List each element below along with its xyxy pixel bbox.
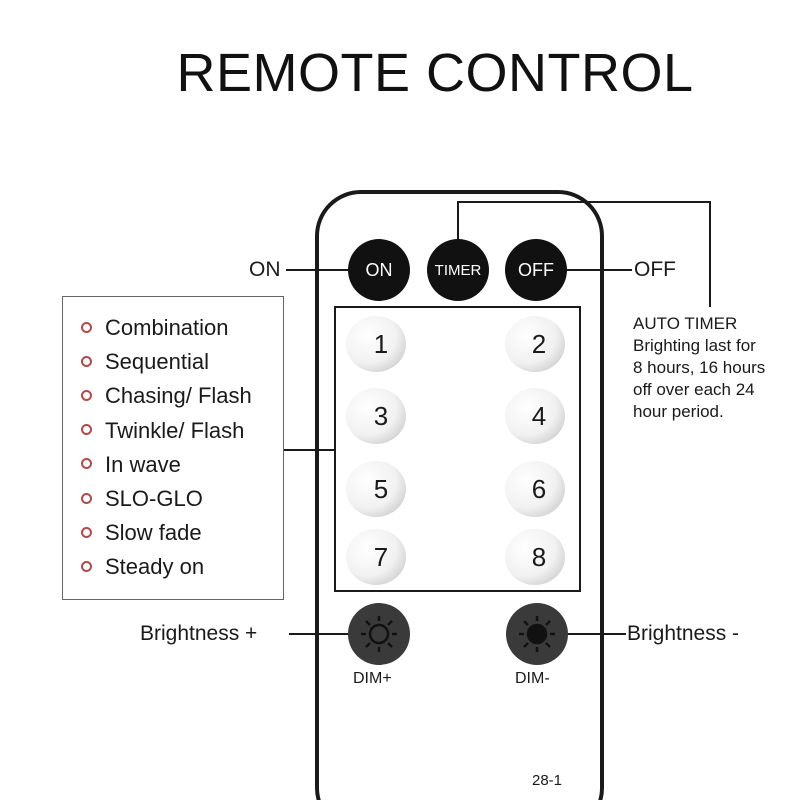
bullet-icon [81, 492, 92, 504]
on-button[interactable] [348, 239, 410, 301]
number-button-2[interactable] [505, 316, 565, 372]
timer-button-label: TIMER [434, 262, 482, 279]
bullet-icon [81, 355, 92, 367]
number-button-5[interactable] [346, 461, 406, 517]
auto-timer-line: Brighting last for [633, 336, 756, 355]
dim-minus-button[interactable] [506, 603, 568, 665]
number-label-1: 1 [373, 329, 389, 359]
number-button-4[interactable] [505, 388, 565, 444]
bullet-icon [81, 321, 92, 333]
mode-item: Twinkle/ Flash [81, 414, 283, 448]
number-label-7: 7 [373, 542, 389, 572]
off-callout-label: OFF [634, 258, 676, 281]
timer-button[interactable] [427, 239, 489, 301]
mode-item: SLO-GLO [81, 482, 283, 516]
mode-item: Combination [81, 311, 283, 345]
brightness-down-label: Brightness - [627, 622, 740, 645]
auto-timer-line: hour period. [633, 402, 724, 421]
mode-item: Slow fade [81, 516, 283, 550]
dim-plus-button[interactable] [348, 603, 410, 665]
number-buttons [346, 316, 565, 585]
number-label-3: 3 [373, 401, 389, 431]
auto-timer-line: 8 hours, 16 hours [633, 358, 766, 377]
model-number: 28-1 [532, 772, 563, 789]
number-button-7[interactable] [346, 529, 406, 585]
number-button-1[interactable] [346, 316, 406, 372]
mode-item: In wave [81, 448, 283, 482]
bullet-icon [81, 561, 92, 572]
mode-item: Sequential [81, 345, 283, 379]
auto-timer-heading: AUTO TIMER [633, 314, 738, 333]
number-button-6[interactable] [505, 461, 565, 517]
on-button-label: ON [365, 260, 393, 280]
off-button-label: OFF [518, 260, 554, 280]
bullet-icon [81, 390, 92, 402]
auto-timer-note: AUTO TIMER Brighting last for 8 hours, 1… [633, 313, 799, 423]
bullet-icon [81, 526, 92, 538]
page-title: REMOTE CONTROL [176, 43, 694, 103]
sun-filled-icon [519, 616, 555, 652]
number-label-8: 8 [531, 542, 547, 572]
bullet-icon [81, 458, 92, 470]
dim-minus-label: DIM- [515, 670, 550, 687]
number-label-6: 6 [531, 474, 547, 504]
number-label-2: 2 [531, 329, 547, 359]
dim-plus-label: DIM+ [353, 670, 392, 687]
timer-leader-line [457, 201, 711, 307]
modes-list: Combination Sequential Chasing/ Flash Tw… [63, 297, 283, 585]
number-button-3[interactable] [346, 388, 406, 444]
off-button[interactable] [505, 239, 567, 301]
number-label-5: 5 [373, 474, 389, 504]
modes-list-box: Combination Sequential Chasing/ Flash Tw… [62, 296, 284, 600]
number-button-8[interactable] [505, 529, 565, 585]
brightness-up-label: Brightness + [140, 622, 258, 645]
sun-outline-icon [361, 616, 397, 652]
number-label-4: 4 [531, 401, 547, 431]
on-callout-label: ON [249, 258, 281, 281]
mode-item: Chasing/ Flash [81, 379, 283, 413]
auto-timer-line: off over each 24 [633, 380, 755, 399]
bullet-icon [81, 424, 92, 436]
mode-item: Steady on [81, 550, 283, 584]
